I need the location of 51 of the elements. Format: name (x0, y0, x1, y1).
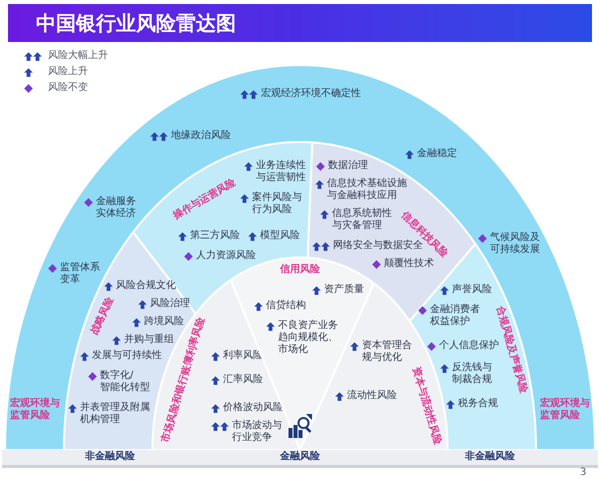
risk-item: 风险治理 (150, 298, 190, 310)
risk-item: 颠覆性技术 (384, 258, 434, 270)
risk-item: 网络安全与数据安全 (333, 240, 423, 252)
risk-item: 并表管理及附属机构管理 (80, 402, 151, 426)
platform-label: 非金融风险 (465, 451, 515, 463)
platform-label: 金融风险 (280, 451, 320, 463)
page-title: 中国银行业风险雷达图 (36, 11, 236, 35)
risk-item: 业务连续性与运营韧性 (256, 160, 307, 184)
risk-item: 个人信息保护 (439, 340, 499, 352)
base-platform (2, 450, 598, 468)
risk-item: 案件风险与行为风险 (252, 192, 303, 216)
risk-item: 第三方风险 (190, 230, 240, 242)
sector-title: 信用风险 (280, 264, 320, 276)
risk-item: 金融服务实体经济 (96, 196, 137, 220)
risk-item: 风险合规文化 (116, 280, 176, 292)
risk-item: 数据治理 (328, 160, 368, 172)
risk-item: 流动性风险 (347, 390, 397, 402)
risk-item: 人力资源风险 (196, 250, 256, 262)
risk-item: 金融消费者权益保护 (430, 304, 481, 328)
risk-item: 金融稳定 (417, 148, 457, 160)
ring-title: 宏观环境与监管风险 (10, 398, 61, 422)
legend-label: 风险不变 (48, 82, 88, 94)
risk-item: 数字化/智能化转型 (100, 370, 151, 394)
risk-item: 价格波动风险 (223, 402, 283, 414)
sector-title: 资本与流动性风险 (409, 365, 443, 446)
legend-label: 风险上升 (48, 66, 88, 78)
page-number: 3 (580, 467, 586, 479)
risk-item: 资本管理合规与优化 (362, 340, 413, 364)
legend-label: 风险大幅上升 (48, 50, 108, 62)
risk-item: 市场波动与行业竞争 (232, 420, 283, 444)
risk-item: 信贷结构 (266, 300, 306, 312)
risk-item: 跨境风险 (144, 316, 184, 328)
sector-title: 操作与运营风险 (172, 177, 238, 223)
risk-item: 监管体系变革 (60, 262, 101, 286)
risk-item: 税务合规 (458, 398, 498, 410)
risk-item: 信息技术基础设施与金融科技应用 (327, 178, 408, 202)
ring-title: 宏观环境与监管风险 (540, 398, 591, 422)
risk-item: 反洗钱与制裁合规 (452, 362, 493, 386)
platform-label: 非金融风险 (85, 451, 135, 463)
risk-item: 气候风险及可持续发展 (490, 232, 541, 256)
sector-title: 战略风险 (89, 295, 117, 337)
risk-item: 声誉风险 (452, 284, 492, 296)
risk-item: 汇率风险 (223, 374, 263, 386)
risk-item: 发展与可持续性 (92, 350, 162, 362)
risk-item: 宏观经济环境不确定性 (261, 88, 361, 100)
risk-item: 地缘政治风险 (171, 130, 231, 142)
risk-item: 并购与重组 (124, 334, 174, 346)
risk-item: 不良资产业务趋向规模化、市场化 (278, 320, 339, 356)
risk-item: 模型风险 (260, 230, 300, 242)
risk-item: 信息系统韧性与灾备管理 (332, 208, 393, 232)
risk-item: 资产质量 (324, 284, 364, 296)
